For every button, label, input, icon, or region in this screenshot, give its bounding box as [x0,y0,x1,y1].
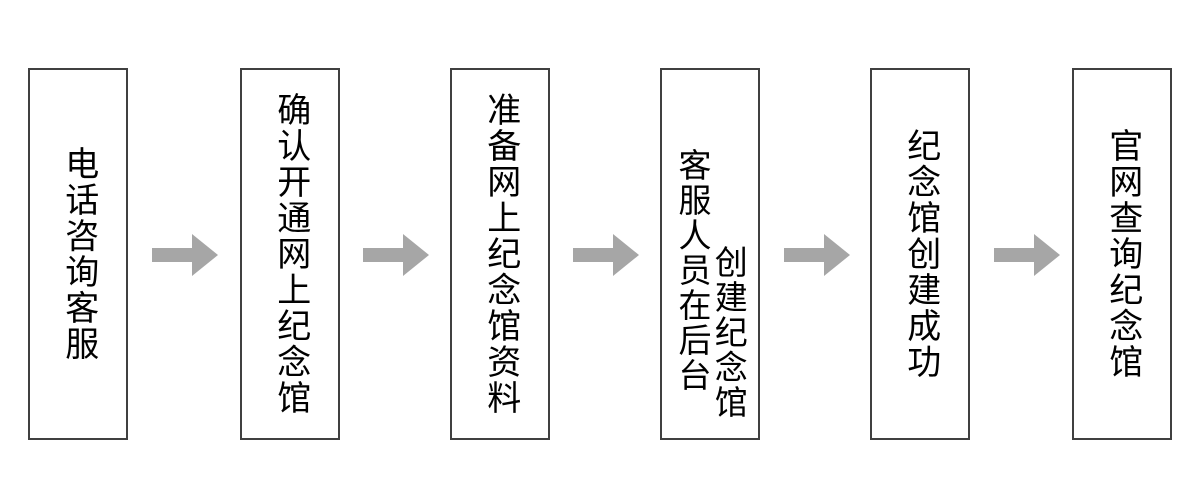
flow-node-2-label: 确认开通网上纪念馆 [270,92,311,416]
flow-node-4-label-column-1: 创建纪念馆 [709,245,749,420]
flow-node-5[interactable]: 纪念馆创建成功 [870,68,970,440]
flow-node-4[interactable]: 创建纪念馆 客服人员在后台 [660,68,760,440]
flow-node-6[interactable]: 官网查询纪念馆 [1072,68,1172,440]
flow-arrow-5 [994,234,1060,276]
flow-arrow-2 [363,234,429,276]
flow-node-1-label: 电话咨询客服 [58,146,99,362]
flow-node-4-label-column-2: 客服人员在后台 [673,148,712,393]
flow-node-2[interactable]: 确认开通网上纪念馆 [240,68,340,440]
flow-node-1[interactable]: 电话咨询客服 [28,68,128,440]
flow-arrow-4 [784,234,850,276]
flow-arrow-1 [152,234,218,276]
flow-arrow-3 [573,234,639,276]
flow-node-3[interactable]: 准备网上纪念馆资料 [450,68,550,440]
flow-node-5-label: 纪念馆创建成功 [900,128,941,380]
flow-node-6-label: 官网查询纪念馆 [1102,128,1143,380]
flow-node-3-label: 准备网上纪念馆资料 [480,92,521,416]
